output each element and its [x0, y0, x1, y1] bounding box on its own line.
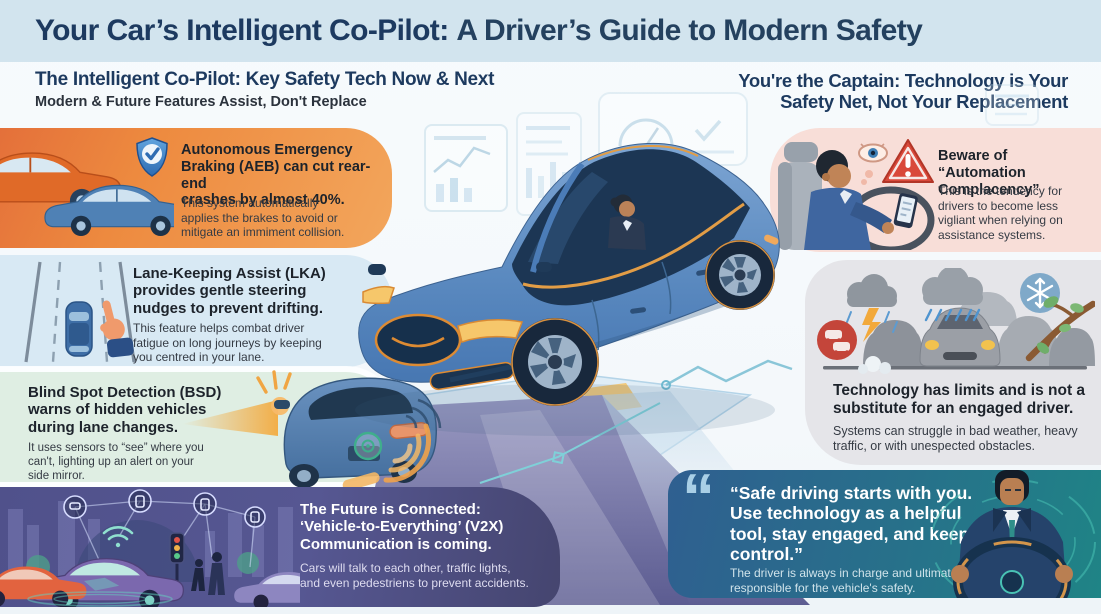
side-mirror-left	[368, 264, 386, 275]
left-header-title: The Intelligent Co-Pilot: Key Safety Tec…	[35, 69, 495, 90]
line-chart-sketch-icon	[433, 136, 491, 202]
dashboard-doc-decoration	[985, 84, 1039, 126]
grey-car-right	[997, 316, 1059, 366]
quote-card: “ “Safe driving starts with you. Use tec…	[668, 470, 1101, 598]
aeb-collision-illustration	[0, 152, 174, 237]
orange-car-partial	[0, 566, 87, 607]
aeb-card: Autonomous Emergency Braking (AEB) can c…	[0, 128, 392, 248]
limits-card: Technology has limits and is not a subst…	[805, 260, 1101, 465]
pointing-hand-icon	[100, 300, 134, 358]
page-title-regular: A Driver’s Guide to Modern Safety	[456, 14, 923, 47]
front-sensor-arcs-icon	[342, 423, 432, 491]
distracted-driver-illustration	[778, 139, 935, 250]
pedestrians	[191, 552, 225, 595]
complacency-heading: Beware of “Automation Complacency”	[938, 148, 1040, 198]
topdown-car	[65, 301, 93, 357]
car-grille	[374, 313, 462, 367]
driver-figure	[608, 194, 646, 250]
snowflake-icon	[1020, 273, 1060, 313]
network-nodes	[63, 489, 266, 528]
rain-cloud-icon	[922, 268, 983, 322]
limits-heading: Technology has limits and is not a subst…	[833, 382, 1086, 417]
complacency-body: This is the tendency for drivers to beco…	[938, 184, 1063, 242]
lka-heading: Lane-Keeping Assist (LKA) provides gentl…	[133, 265, 326, 317]
weather-limits-illustration	[817, 268, 1095, 374]
grey-car-left	[863, 320, 923, 366]
fallen-branch-icon	[1025, 296, 1095, 362]
v2x-heading: The Future is Connected: ‘Vehicle-to-Eve…	[300, 501, 504, 553]
quote-mark-icon: “	[682, 470, 715, 534]
bsd-heading: Blind Spot Detection (BSD) warns of hidd…	[28, 384, 222, 436]
aeb-body: This system automatically applies the br…	[181, 196, 345, 240]
headlight-left	[362, 285, 395, 305]
dashboard-gauge-decoration	[598, 92, 748, 166]
quote-body: The driver is always in charge and ultim…	[730, 566, 967, 595]
document-sketch-icon	[995, 94, 1029, 116]
aeb-heading: Autonomous Emergency Braking (AEB) can c…	[181, 142, 371, 209]
thought-bubble	[861, 179, 867, 185]
grey-car-center	[919, 307, 1001, 367]
title-band: Your Car’s Intelligent Co-Pilot: A Drive…	[0, 0, 1101, 62]
shield-check-icon	[136, 137, 168, 177]
mirror-alert-burst-icon	[256, 370, 292, 394]
quote-heading: “Safe driving starts with you. Use techn…	[730, 483, 973, 564]
engaged-driver-illustration	[930, 470, 1096, 598]
hero-car-illustration	[355, 142, 780, 436]
purple-car-partial	[234, 571, 300, 607]
left-column-header: The Intelligent Co-Pilot: Key Safety Tec…	[35, 69, 555, 110]
side-mirror-right	[536, 262, 552, 272]
traffic-jam-badge-icon	[817, 320, 857, 360]
storm-cloud-lightning-icon	[846, 274, 898, 342]
ground-rings	[27, 591, 173, 607]
v2x-card: The Future is Connected: ‘Vehicle-to-Eve…	[0, 487, 560, 607]
front-wheel	[511, 318, 599, 406]
eye-icon	[858, 143, 888, 163]
driver-figure	[804, 150, 894, 250]
complacency-card: Beware of “Automation Complacency” This …	[770, 128, 1101, 252]
blue-car	[44, 184, 174, 237]
lka-card: Lane-Keeping Assist (LKA) provides gentl…	[0, 255, 392, 367]
sensor-badge-icon	[353, 431, 383, 461]
phone-icon	[893, 193, 918, 229]
right-header-title: You're the Captain: Technology is Your S…	[738, 70, 1068, 113]
rear-wheel	[705, 240, 775, 310]
warning-triangle-icon	[882, 139, 934, 183]
dashboard-chart-decoration	[424, 124, 508, 212]
taillight	[764, 234, 779, 245]
driver-figure	[957, 470, 1067, 598]
list-sketch-icon	[526, 126, 570, 198]
lka-body: This feature helps combat driver fatigue…	[133, 321, 322, 365]
headlight-right	[457, 319, 524, 343]
side-mirror	[274, 400, 290, 409]
bsd-body: It uses sensors to “see” where you can't…	[28, 442, 204, 483]
wifi-icon	[102, 526, 134, 548]
left-header-subtitle: Modern & Future Features Assist, Don't R…	[35, 94, 367, 110]
steering-wheel-icon	[951, 537, 1073, 598]
v2x-body: Cars will talk to each other, traffic li…	[300, 561, 529, 590]
limits-body: Systems can struggle in bad weather, hea…	[833, 424, 1078, 454]
bsd-car-illustration	[182, 370, 442, 488]
v2x-city-illustration	[0, 489, 300, 607]
blindspot-beam	[182, 400, 278, 436]
page-title-strong: Your Car’s Intelligent Co-Pilot:	[35, 14, 457, 47]
bsd-card: Blind Spot Detection (BSD) warns of hidd…	[0, 370, 442, 488]
lka-lane-illustration	[24, 261, 136, 363]
